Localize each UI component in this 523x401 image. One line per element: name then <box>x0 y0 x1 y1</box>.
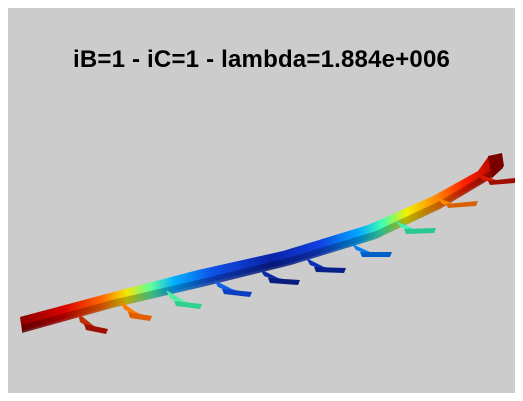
stiffener-10-flange <box>488 178 515 185</box>
stiffener-8-flange <box>404 228 436 234</box>
buckling-mode-render <box>20 153 515 334</box>
figure-viewport: iB=1 - iC=1 - lambda=1.884e+006 <box>8 8 515 393</box>
stiffener-1-flange <box>84 324 108 334</box>
stiffener-2-flange <box>128 312 152 321</box>
stiffener-5-flange <box>268 278 300 285</box>
beam-front-edge <box>22 162 503 333</box>
beam-end-block <box>488 153 504 178</box>
stiffeners <box>78 174 515 334</box>
stiffener-4-flange <box>222 289 252 297</box>
stiffener-7-flange <box>360 252 392 257</box>
beam-top-face <box>20 154 503 331</box>
plot-title: iB=1 - iC=1 - lambda=1.884e+006 <box>72 46 451 73</box>
stiffener-3-flange <box>174 301 202 309</box>
stiffener-9-flange <box>446 201 478 208</box>
stiffener-6-flange <box>314 267 346 273</box>
